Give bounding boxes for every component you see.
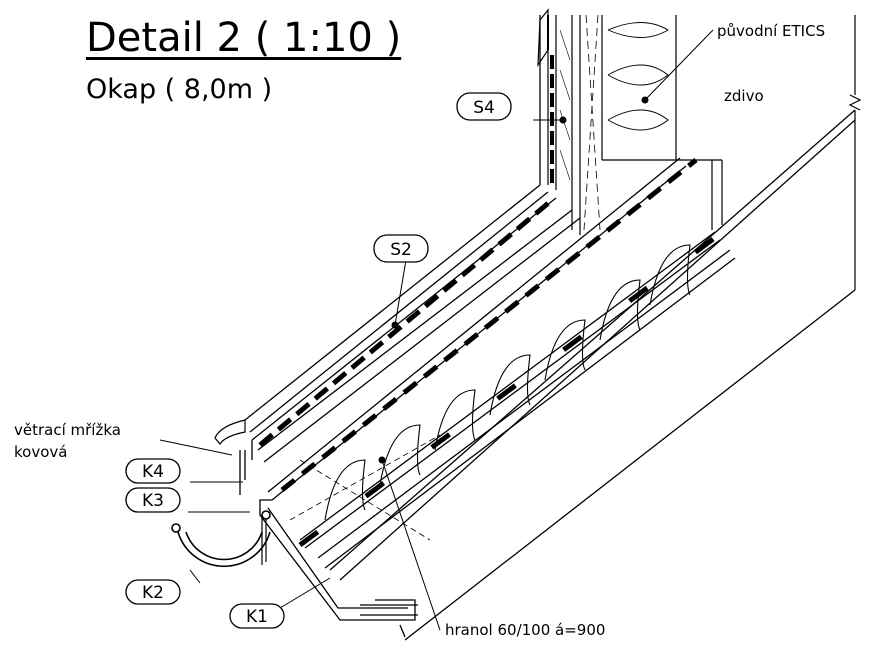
tag-s4-text: S4 — [473, 98, 495, 118]
label-hranol: hranol 60/100 á=900 — [445, 621, 605, 639]
tag-k3: K3 — [125, 487, 181, 513]
eave-fascia — [259, 499, 418, 638]
tag-s2-text: S2 — [390, 240, 412, 260]
tag-k1: K1 — [229, 603, 285, 629]
drawing-title: Detail 2 ( 1:10 ) — [86, 15, 402, 61]
insulation-layers — [267, 109, 856, 641]
label-zdivo: zdivo — [724, 87, 764, 105]
tag-k4: K4 — [125, 458, 181, 484]
wall-section — [547, 14, 723, 235]
drawing-subtitle: Okap ( 8,0m ) — [86, 74, 273, 105]
tag-s4: S4 — [456, 92, 512, 121]
gutter — [171, 510, 271, 568]
tag-k3-text: K3 — [142, 491, 164, 511]
insulation-loops — [289, 244, 691, 541]
label-mrizka-line1: větrací mřížka — [14, 421, 121, 439]
label-puvodni-etics: původní ETICS — [717, 22, 825, 40]
tag-k1-text: K1 — [246, 607, 268, 627]
tag-s2: S2 — [373, 234, 429, 263]
tag-k4-text: K4 — [142, 462, 164, 482]
tag-k2-text: K2 — [142, 583, 164, 603]
tag-k2: K2 — [125, 579, 181, 605]
label-mrizka-line2: kovová — [14, 443, 67, 461]
ventilation-grille — [239, 450, 246, 495]
leader-lines — [159, 29, 714, 631]
masonry-boundary — [848, 15, 862, 290]
